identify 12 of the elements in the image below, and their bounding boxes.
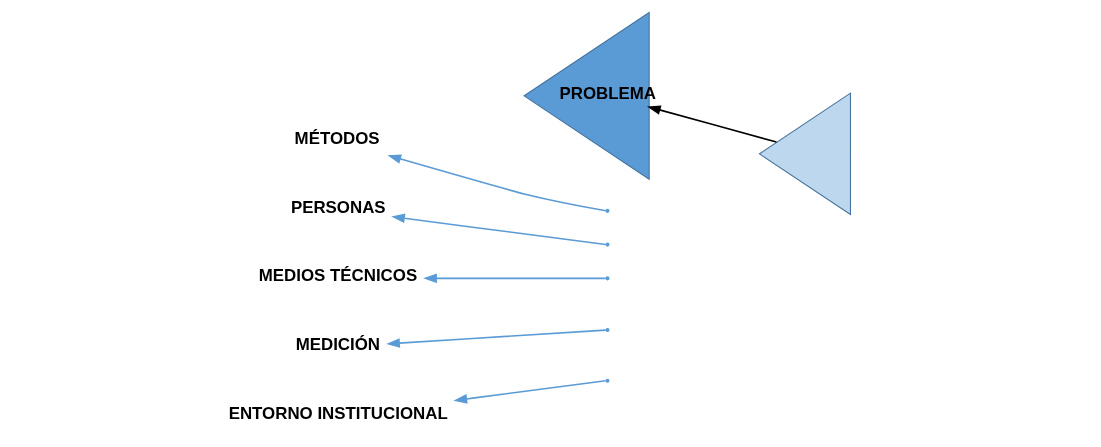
arrow — [391, 213, 607, 246]
node-text: MEDIOS TÉCNICOS — [258, 266, 418, 286]
arrow — [387, 154, 607, 212]
arrow — [453, 380, 607, 404]
node-text: ENTORNO INSTITUCIONAL — [228, 403, 448, 423]
node-text: MEDICIÓN — [295, 334, 381, 354]
arrow — [386, 329, 607, 348]
arrow — [423, 273, 607, 284]
node-text: MÉTODOS — [294, 129, 380, 149]
arrow — [647, 105, 778, 143]
node-text: PERSONAS — [290, 197, 386, 217]
node-triangle — [758, 92, 851, 216]
